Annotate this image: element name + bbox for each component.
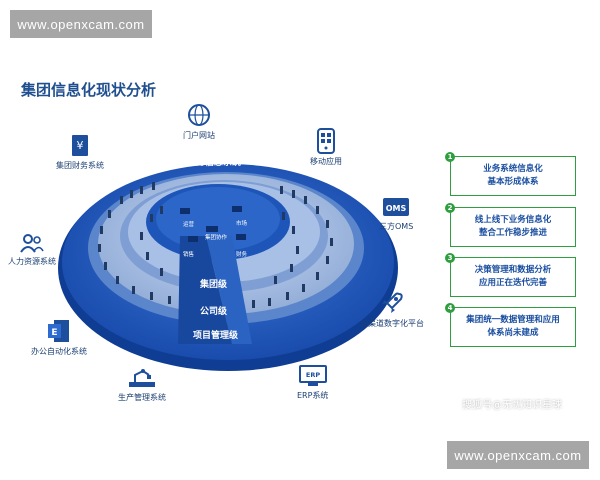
system-node-office: E 办公自动化系统 — [31, 318, 87, 357]
system-node-mobile: 移动应用 — [310, 128, 342, 167]
status-number-badge: 2 — [445, 203, 455, 213]
finance-yen-icon: ¥ — [72, 135, 88, 156]
system-node-erp: ERP ERP系统 — [297, 364, 328, 401]
core-label-operations: 运营 — [183, 222, 195, 228]
core-label-sales: 销售 — [183, 252, 195, 258]
group-level-label: 集团级 — [200, 280, 228, 290]
oms-badge-text: OMS — [386, 204, 407, 213]
system-label: 集团财务系统 — [56, 161, 104, 170]
system-label: 全渠道数字化平台 — [360, 319, 424, 328]
core-label-market: 市场 — [236, 221, 248, 227]
page-title: 集团信息化现状分析 — [21, 81, 157, 99]
system-label: 办公自动化系统 — [31, 347, 87, 356]
status-number-badge: 3 — [445, 253, 455, 263]
status-number-badge: 4 — [445, 303, 455, 313]
center-slice — [178, 236, 232, 344]
system-label: 门户网站 — [183, 131, 215, 140]
status-card-2: 线上线下业务信息化 整合工作稳步推进 — [450, 207, 576, 247]
status-text: 决策管理和数据分析 应用正在迭代完善 — [474, 265, 552, 288]
company-level-label: 公司级 — [200, 307, 228, 317]
factory-robot-icon — [129, 369, 155, 387]
rocket-icon — [382, 292, 403, 313]
status-card-3: 决策管理和数据分析 应用正在迭代完善 — [450, 257, 576, 297]
erp-badge-text: ERP — [306, 371, 320, 379]
business-systems-label: 业务信息系统 — [187, 158, 242, 168]
people-icon — [20, 234, 44, 253]
status-number-badge: 1 — [445, 152, 455, 162]
system-label: 三方OMS — [379, 222, 414, 231]
status-text: 线上线下业务信息化 整合工作稳步推进 — [474, 215, 552, 238]
mobile-phone-icon — [317, 128, 335, 154]
system-node-portal: 门户网站 — [183, 102, 215, 141]
watermark-bottom: www.openxcam.com — [447, 441, 589, 469]
office-doc-icon: E — [48, 320, 69, 342]
core-desks — [180, 206, 246, 242]
status-card-4: 集团统一数据管理和应用 体系尚未建成 — [450, 307, 576, 347]
status-text: 集团统一数据管理和应用 体系尚未建成 — [466, 315, 560, 338]
system-node-finance: ¥ 集团财务系统 — [56, 134, 104, 171]
status-text: 业务系统信息化 基本形成体系 — [483, 164, 543, 187]
source-credit: 搜狐号@无忧知识星球 — [462, 400, 562, 411]
status-card-1: 业务系统信息化 基本形成体系 — [450, 156, 576, 196]
system-label: 人力资源系统 — [8, 257, 56, 266]
system-label: 生产管理系统 — [118, 393, 166, 402]
watermark-top: www.openxcam.com — [10, 10, 152, 38]
center-slice-side — [206, 236, 252, 344]
system-node-production: 生产管理系统 — [118, 366, 166, 403]
system-label: ERP系统 — [297, 391, 329, 400]
core-label-collab: 集团协作 — [205, 235, 228, 241]
system-node-oms: OMS 三方OMS — [379, 197, 413, 232]
svg-text:¥: ¥ — [77, 139, 84, 152]
system-node-omnichannel: 全渠道数字化平台 — [360, 290, 424, 329]
inner-core — [156, 187, 280, 251]
system-label: 移动应用 — [310, 157, 342, 166]
svg-text:E: E — [51, 328, 57, 338]
portal-globe-icon — [188, 104, 210, 126]
oms-icon: OMS — [383, 198, 410, 216]
project-level-label: 项目管理级 — [193, 331, 239, 341]
erp-screen-icon: ERP — [298, 365, 327, 386]
status-panel: 1 业务系统信息化 基本形成体系 2 线上线下业务信息化 整合工作稳步推进 3 … — [440, 150, 588, 350]
system-node-hr: 人力资源系统 — [8, 232, 56, 267]
core-label-finance: 财务 — [236, 252, 248, 258]
people-figures — [98, 182, 333, 308]
